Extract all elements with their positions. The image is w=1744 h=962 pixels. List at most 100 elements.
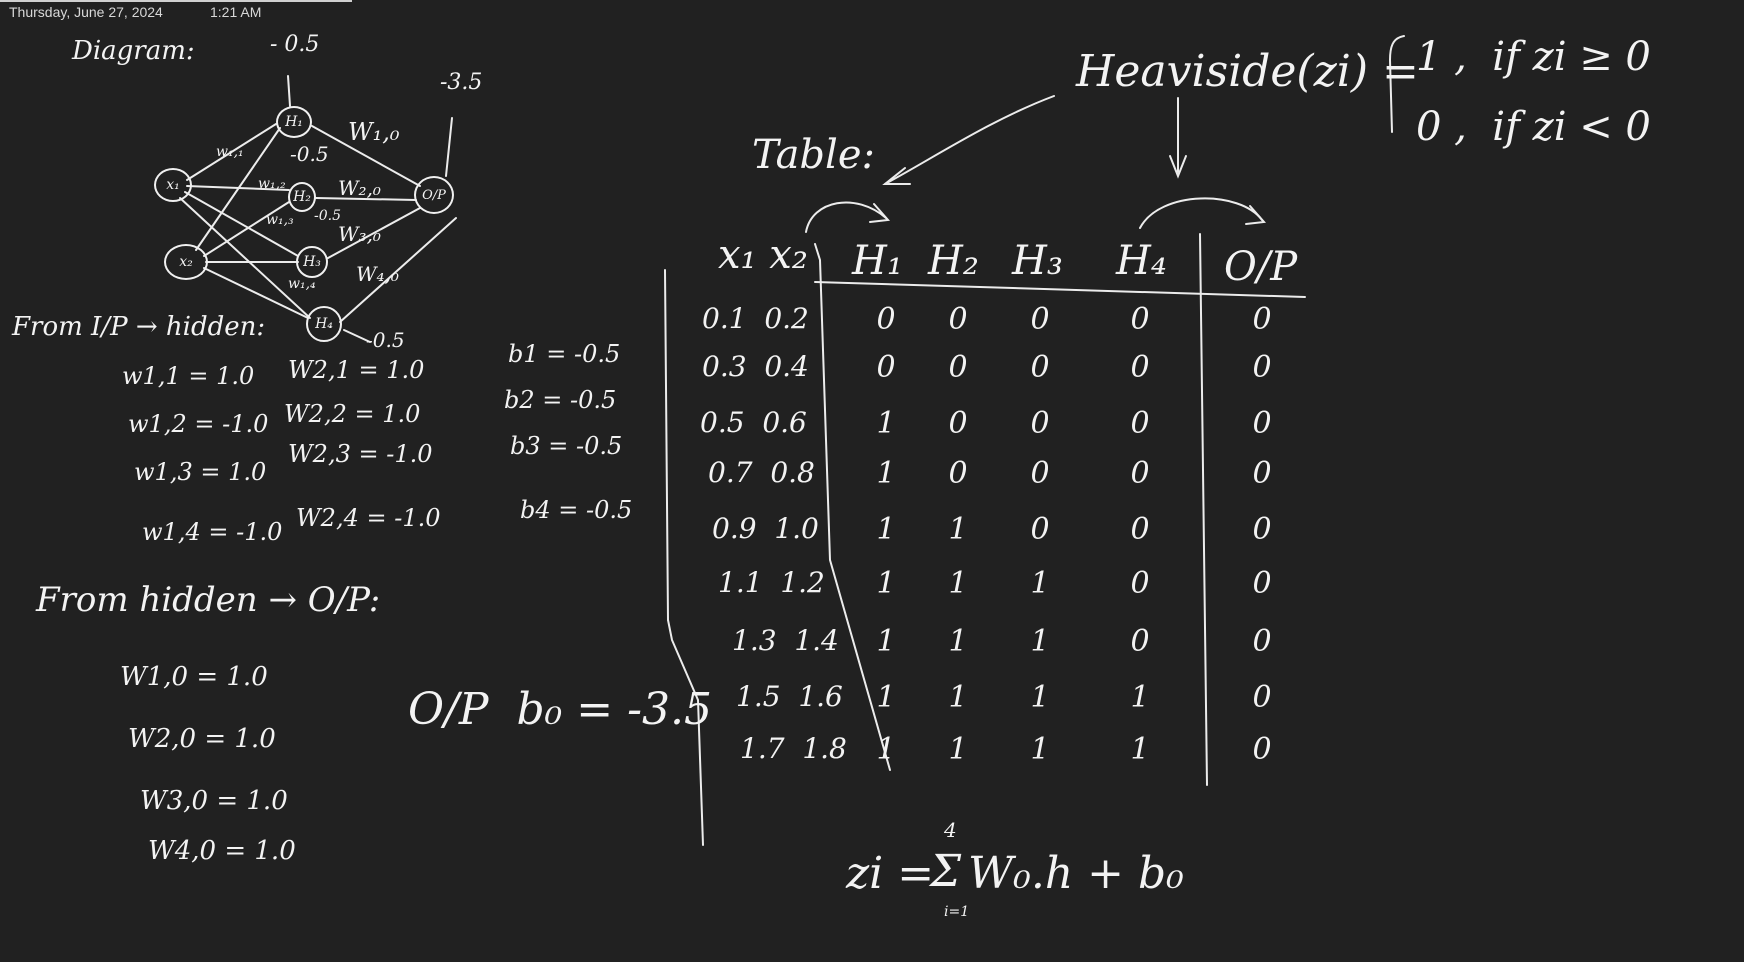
edge-label-w14: w₁,₄	[288, 276, 316, 292]
edge-label-w20: W₂,₀	[338, 176, 381, 200]
out-weight-2: W2,0 = 1.0	[128, 724, 276, 754]
table-cell-h1: 1	[876, 732, 896, 767]
table-cell-x: 1.5 1.6	[736, 680, 843, 713]
edge-label-w11: w₁,₁	[216, 144, 244, 160]
output-bias: O/P b₀ = -3.5	[408, 684, 712, 735]
table-cell-op: 0	[1252, 512, 1272, 547]
bias-h1-label: - 0.5	[270, 32, 320, 57]
edge-label-w12: w₁,₂	[258, 176, 286, 192]
table-cell-h2: 0	[948, 302, 968, 337]
weight-row-3-right: W2,3 = -1.0	[288, 440, 433, 468]
node-output: O/P	[414, 176, 454, 214]
bracket-left-1	[664, 269, 669, 621]
bias-b2: b2 = -0.5	[504, 386, 617, 414]
table-cell-op: 0	[1252, 456, 1272, 491]
weight-row-2-left: w1,2 = -1.0	[128, 410, 269, 438]
node-h2: H₂	[288, 182, 316, 212]
table-cell-h1: 0	[876, 350, 896, 385]
table-cell-x: 0.1 0.2	[702, 302, 809, 335]
sum-lower-limit: i=1	[944, 904, 970, 920]
bias-line-out	[445, 117, 453, 177]
table-cell-h1: 1	[876, 456, 896, 491]
table-cell-x: 0.5 0.6	[700, 406, 807, 439]
sum-upper-limit: 4	[944, 818, 957, 842]
table-header-op: O/P	[1224, 244, 1298, 290]
out-weight-4: W4,0 = 1.0	[148, 836, 296, 866]
table-cell-h1: 0	[876, 302, 896, 337]
date-label: Thursday, June 27, 2024	[9, 4, 163, 20]
node-x1: x₁	[154, 168, 192, 202]
table-cell-op: 0	[1252, 732, 1272, 767]
table-cell-h3: 1	[1030, 732, 1050, 767]
table-header-h3: H₃	[1012, 238, 1063, 284]
bias-h2-label: -0.5	[290, 142, 329, 166]
table-cell-op: 0	[1252, 350, 1272, 385]
bias-b1: b1 = -0.5	[508, 340, 621, 368]
table-cell-x: 1.7 1.8	[740, 732, 847, 765]
edge-x2-h2	[203, 201, 290, 257]
table-cell-h2: 0	[948, 406, 968, 441]
table-cell-x: 0.9 1.0	[712, 512, 819, 545]
table-cell-op: 0	[1252, 406, 1272, 441]
formula-lhs: zi =	[846, 848, 935, 899]
heaviside-case-1: 1 , if zi ≥ 0	[1416, 34, 1651, 80]
table-cell-x: 0.3 0.4	[702, 350, 809, 383]
table-cell-h2: 1	[948, 624, 968, 659]
edge-label-w40: W₄,₀	[356, 262, 399, 286]
table-cell-h2: 1	[948, 680, 968, 715]
table-cell-h3: 0	[1030, 512, 1050, 547]
weight-row-4-right: W2,4 = -1.0	[296, 504, 441, 532]
table-header-h1: H₁	[852, 238, 903, 284]
out-weight-1: W1,0 = 1.0	[120, 662, 268, 692]
table-cell-op: 0	[1252, 680, 1272, 715]
edge-label-w13: w₁,₃	[266, 212, 294, 228]
table-cell-h2: 0	[948, 350, 968, 385]
table-cell-h4: 0	[1130, 350, 1150, 385]
table-cell-h1: 1	[876, 624, 896, 659]
table-cell-h4: 1	[1130, 732, 1150, 767]
table-cell-h2: 1	[948, 512, 968, 547]
table-cell-x: 0.7 0.8	[708, 456, 815, 489]
table-cell-op: 0	[1252, 566, 1272, 601]
weight-row-2-right: W2,2 = 1.0	[284, 400, 421, 428]
table-cell-h3: 1	[1030, 566, 1050, 601]
hidden-output-heading: From hidden → O/P:	[36, 580, 381, 620]
table-cell-h3: 0	[1030, 350, 1050, 385]
table-cell-h1: 1	[876, 680, 896, 715]
bias-line-h1	[287, 75, 291, 107]
table-cell-h4: 0	[1130, 456, 1150, 491]
table-cell-op: 0	[1252, 624, 1272, 659]
table-cell-h3: 0	[1030, 302, 1050, 337]
table-divider-right	[1199, 233, 1208, 786]
node-h3: H₃	[296, 246, 328, 278]
table-cell-h3: 1	[1030, 680, 1050, 715]
bias-out-label: -3.5	[440, 70, 483, 95]
edge-label-w30: W₃,₀	[338, 222, 381, 246]
table-cell-h3: 0	[1030, 456, 1050, 491]
table-cell-h2: 1	[948, 566, 968, 601]
table-cell-h3: 0	[1030, 406, 1050, 441]
weight-row-1-right: W2,1 = 1.0	[288, 356, 425, 384]
time-label: 1:21 AM	[210, 4, 262, 20]
arrow-heaviside-table	[884, 95, 1055, 185]
bias-h3-label: -0.5	[314, 208, 341, 224]
table-cell-h1: 1	[876, 406, 896, 441]
heaviside-lhs: Heaviside(zi) =	[1076, 46, 1419, 97]
input-hidden-heading: From I/P → hidden:	[12, 312, 266, 342]
table-cell-op: 0	[1252, 302, 1272, 337]
table-cell-h1: 1	[876, 512, 896, 547]
table-cell-h4: 0	[1130, 512, 1150, 547]
table-cell-h1: 1	[876, 566, 896, 601]
table-header-x: x₁ x₂	[718, 232, 808, 278]
table-cell-h4: 1	[1130, 680, 1150, 715]
heaviside-case-2: 0 , if zi < 0	[1416, 104, 1651, 150]
table-cell-h4: 0	[1130, 624, 1150, 659]
weight-row-3-left: w1,3 = 1.0	[134, 458, 267, 486]
diagram-title: Diagram:	[72, 36, 195, 66]
table-cell-h4: 0	[1130, 406, 1150, 441]
table-cell-h2: 1	[948, 732, 968, 767]
weight-row-4-left: w1,4 = -1.0	[142, 518, 283, 546]
table-cell-h4: 0	[1130, 566, 1150, 601]
table-cell-h3: 1	[1030, 624, 1050, 659]
table-header-h2: H₂	[928, 238, 979, 284]
